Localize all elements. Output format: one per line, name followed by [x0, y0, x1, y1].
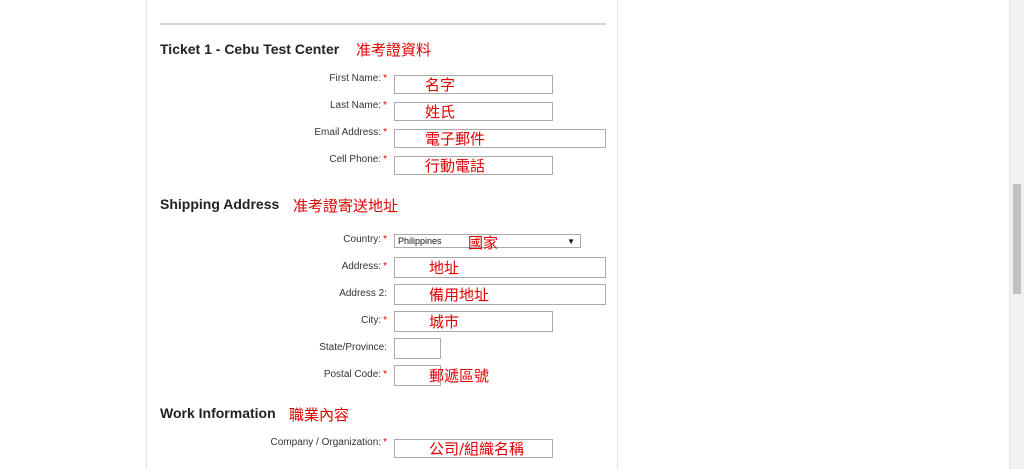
- chevron-down-icon: ▼: [567, 237, 575, 246]
- last-name-hint: 姓氏: [425, 103, 456, 121]
- postal-code-label: Postal Code:*: [323, 369, 387, 380]
- required-marker: *: [383, 315, 387, 326]
- section-divider: [160, 23, 606, 25]
- cell-phone-field[interactable]: 行動電話: [394, 156, 553, 175]
- last-name-label: Last Name:*: [329, 100, 387, 111]
- required-marker: *: [383, 154, 387, 165]
- required-marker: *: [383, 73, 387, 84]
- email-field[interactable]: 電子郵件: [394, 129, 606, 148]
- required-marker: *: [383, 234, 387, 245]
- required-marker: *: [383, 437, 387, 448]
- email-hint: 電子郵件: [425, 130, 486, 148]
- country-label: Country:*: [343, 234, 387, 245]
- state-field[interactable]: [394, 338, 441, 359]
- shipping-heading: Shipping Address: [160, 196, 280, 212]
- ticket-annotation: 准考證資料: [356, 41, 432, 59]
- required-marker: *: [383, 261, 387, 272]
- company-field[interactable]: 公司/組織名稱: [394, 439, 553, 458]
- first-name-field[interactable]: 名字: [394, 75, 553, 94]
- country-select[interactable]: Philippines 國家 ▼: [394, 234, 581, 252]
- address2-field[interactable]: 備用地址: [394, 284, 606, 305]
- company-label: Company / Organization:*: [270, 437, 387, 448]
- first-name-hint: 名字: [425, 76, 456, 94]
- registration-form: Ticket 1 - Cebu Test Center 准考證資料 First …: [146, 0, 618, 469]
- address-label: Address:*: [341, 261, 387, 272]
- country-hint: 國家: [468, 234, 499, 252]
- postal-code-field[interactable]: 郵遞區號: [394, 365, 489, 386]
- cell-phone-label: Cell Phone:*: [329, 154, 387, 165]
- vertical-scrollbar[interactable]: [1009, 0, 1024, 469]
- address-field[interactable]: 地址: [394, 257, 606, 278]
- work-heading: Work Information: [160, 405, 276, 421]
- ticket-heading: Ticket 1 - Cebu Test Center: [160, 41, 340, 57]
- cell-phone-hint: 行動電話: [425, 157, 486, 175]
- country-selected-value: Philippines: [398, 236, 442, 246]
- city-field[interactable]: 城市: [394, 311, 553, 332]
- address2-label: Address 2:: [339, 288, 387, 299]
- city-label: City:*: [361, 315, 387, 326]
- address-hint: 地址: [429, 259, 460, 277]
- postal-code-hint: 郵遞區號: [429, 367, 490, 385]
- required-marker: *: [383, 369, 387, 380]
- scrollbar-thumb[interactable]: [1013, 184, 1021, 294]
- first-name-label: First Name:*: [329, 73, 387, 84]
- last-name-field[interactable]: 姓氏: [394, 102, 553, 121]
- company-hint: 公司/組織名稱: [429, 440, 525, 458]
- address2-hint: 備用地址: [429, 286, 490, 304]
- state-label: State/Province:: [319, 342, 387, 353]
- work-annotation: 職業內容: [289, 406, 350, 424]
- required-marker: *: [383, 100, 387, 111]
- shipping-annotation: 准考證寄送地址: [293, 197, 399, 215]
- city-hint: 城市: [429, 313, 460, 331]
- email-label: Email Address:*: [314, 127, 387, 138]
- required-marker: *: [383, 127, 387, 138]
